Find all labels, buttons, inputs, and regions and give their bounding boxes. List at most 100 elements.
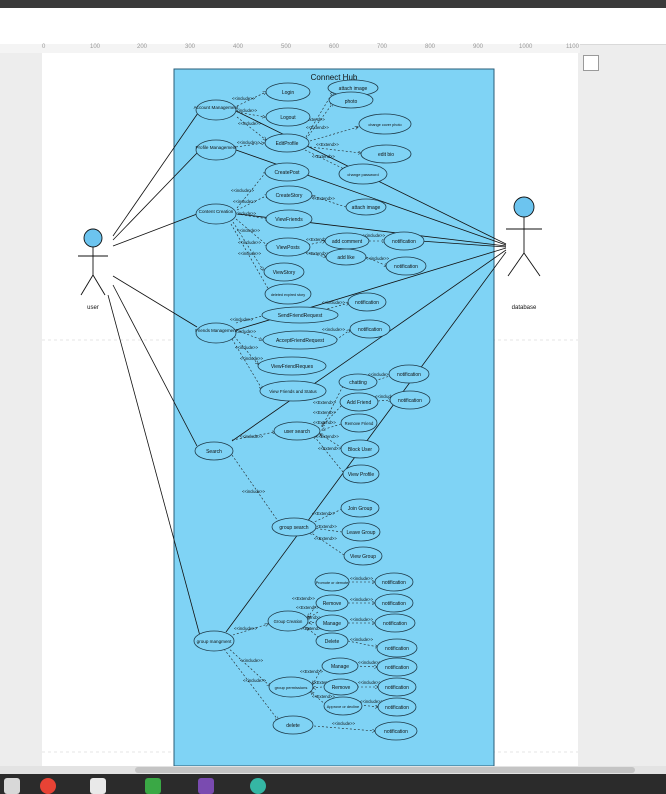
use-case-logout xyxy=(265,107,311,127)
use-case-label: group mangment xyxy=(197,639,232,644)
app-icon[interactable] xyxy=(250,778,266,794)
page-view-icon[interactable] xyxy=(583,55,599,71)
horizontal-scrollbar[interactable] xyxy=(0,766,666,774)
use-case-label: attach image xyxy=(352,205,381,211)
use-case-label: Manage xyxy=(331,664,349,670)
extend-label: <<Extend>> xyxy=(312,196,335,201)
include-label: <<include>> xyxy=(233,329,257,334)
extend-label: <<Extend>> xyxy=(316,434,339,439)
use-case-label: Add Friend xyxy=(347,400,372,406)
extend-label: <<Extend>> xyxy=(316,142,339,147)
use-case-view-group xyxy=(343,546,383,566)
use-case-notification xyxy=(383,231,425,251)
use-case-send-friend-request xyxy=(261,306,339,324)
use-case-label: user search xyxy=(284,429,310,435)
system-title: Connect Hub xyxy=(311,73,358,82)
use-case-leave-group xyxy=(341,522,381,542)
use-case-delete xyxy=(272,715,314,735)
office-icon[interactable] xyxy=(145,778,161,794)
ruler-tick: 0 xyxy=(42,44,46,50)
use-case-label: notification xyxy=(385,685,409,691)
use-case-label: Approve or decline xyxy=(327,704,359,709)
include-label: <<include>> xyxy=(231,188,255,193)
use-case-view-story xyxy=(263,262,305,282)
use-case-label: Block User xyxy=(348,447,373,453)
use-case-account-management xyxy=(195,99,237,121)
folder-icon[interactable] xyxy=(90,778,106,794)
include-label: <<include>> xyxy=(232,96,256,101)
use-case-label: Leave Group xyxy=(347,530,376,536)
user-associations xyxy=(107,112,201,637)
use-case-label: SendFriendRequest xyxy=(278,313,323,319)
extend-label: <<Extend>> xyxy=(306,237,329,242)
use-case-label: View Group xyxy=(350,554,376,560)
taskbar xyxy=(0,774,666,794)
extend-label: <<Extend>> xyxy=(312,680,335,685)
use-case-add-friend xyxy=(339,392,379,412)
use-case-ellipses[interactable] xyxy=(193,79,431,741)
use-case-join-group xyxy=(340,498,380,518)
ruler-tick: 100 xyxy=(90,44,101,50)
use-case-content-creation xyxy=(195,203,237,225)
use-case-label: Content Creation xyxy=(199,209,234,214)
extend-label: <<Extend>> xyxy=(313,420,336,425)
use-case-label: notification xyxy=(384,729,408,735)
include-label: <<include>> xyxy=(350,597,374,602)
extend-label: <<Extend>> xyxy=(302,117,325,122)
use-case-create-story xyxy=(265,185,313,205)
include-label: <<include>> xyxy=(360,699,384,704)
database-actor[interactable] xyxy=(506,196,542,277)
use-case-promote-demote xyxy=(314,572,350,592)
use-case-edit-profile xyxy=(264,133,310,153)
use-case-create-post xyxy=(264,162,310,182)
extend-label: <<Extend>> xyxy=(306,125,329,130)
extend-label: <<Extend>> xyxy=(306,251,329,256)
use-case-label: EditProfile xyxy=(276,141,299,147)
use-case-label: notification xyxy=(383,621,407,627)
user-actor[interactable] xyxy=(78,228,108,296)
use-case-label: Friends Management xyxy=(195,328,237,333)
use-case-label: Profile Management xyxy=(195,145,237,150)
use-case-deleted-expired-story xyxy=(264,283,312,305)
use-case-label: add like xyxy=(337,255,354,261)
use-case-label: notification xyxy=(398,398,422,404)
include-label: <<include>> xyxy=(240,658,264,663)
use-case-notification xyxy=(389,390,431,410)
use-case-label: notification xyxy=(358,327,382,333)
include-label: <<include>> xyxy=(242,489,266,494)
window-top-bar xyxy=(0,0,666,8)
extend-label: <<Extend>> xyxy=(313,410,336,415)
include-label: <<include>> xyxy=(332,721,356,726)
extend-label: <<Extend>> xyxy=(318,446,341,451)
chrome-icon[interactable] xyxy=(40,778,56,794)
ruler-tick: 1100 xyxy=(566,44,579,50)
use-case-label: notification xyxy=(397,372,421,378)
system-boundary[interactable] xyxy=(173,68,495,767)
include-label: <<include>> xyxy=(237,140,261,145)
ruler-tick: 900 xyxy=(473,44,484,50)
use-case-view-friends-status xyxy=(259,380,327,402)
use-case-remove-friend xyxy=(340,413,378,433)
use-case-notification xyxy=(374,572,414,592)
extend-label: <<Extend>> xyxy=(312,154,335,159)
stereotype-labels: <<include>> <<include>> <<include>> <<in… xyxy=(230,96,399,726)
include-label: <<include>> xyxy=(358,680,382,685)
visual-studio-icon[interactable] xyxy=(198,778,214,794)
ruler-tick: 1000 xyxy=(519,44,533,50)
include-label: <<include>> xyxy=(240,434,264,439)
extend-label: <<Extend>> xyxy=(312,511,335,516)
include-label: <<include>> xyxy=(237,228,261,233)
use-case-notification xyxy=(374,721,418,741)
include-label: <<include>> xyxy=(234,626,258,631)
use-case-manage xyxy=(321,657,359,675)
use-case-label: edit bio xyxy=(378,152,394,158)
use-case-label: Remove xyxy=(323,601,342,607)
use-case-notification xyxy=(376,657,418,677)
use-case-label: group permissions xyxy=(275,685,308,690)
extend-label: <<Extend>> xyxy=(313,400,336,405)
use-case-label: ViewFriends xyxy=(275,217,303,223)
include-label: <<include>> xyxy=(233,211,257,216)
scrollbar-thumb[interactable] xyxy=(135,767,635,773)
explorer-icon[interactable] xyxy=(4,778,20,794)
